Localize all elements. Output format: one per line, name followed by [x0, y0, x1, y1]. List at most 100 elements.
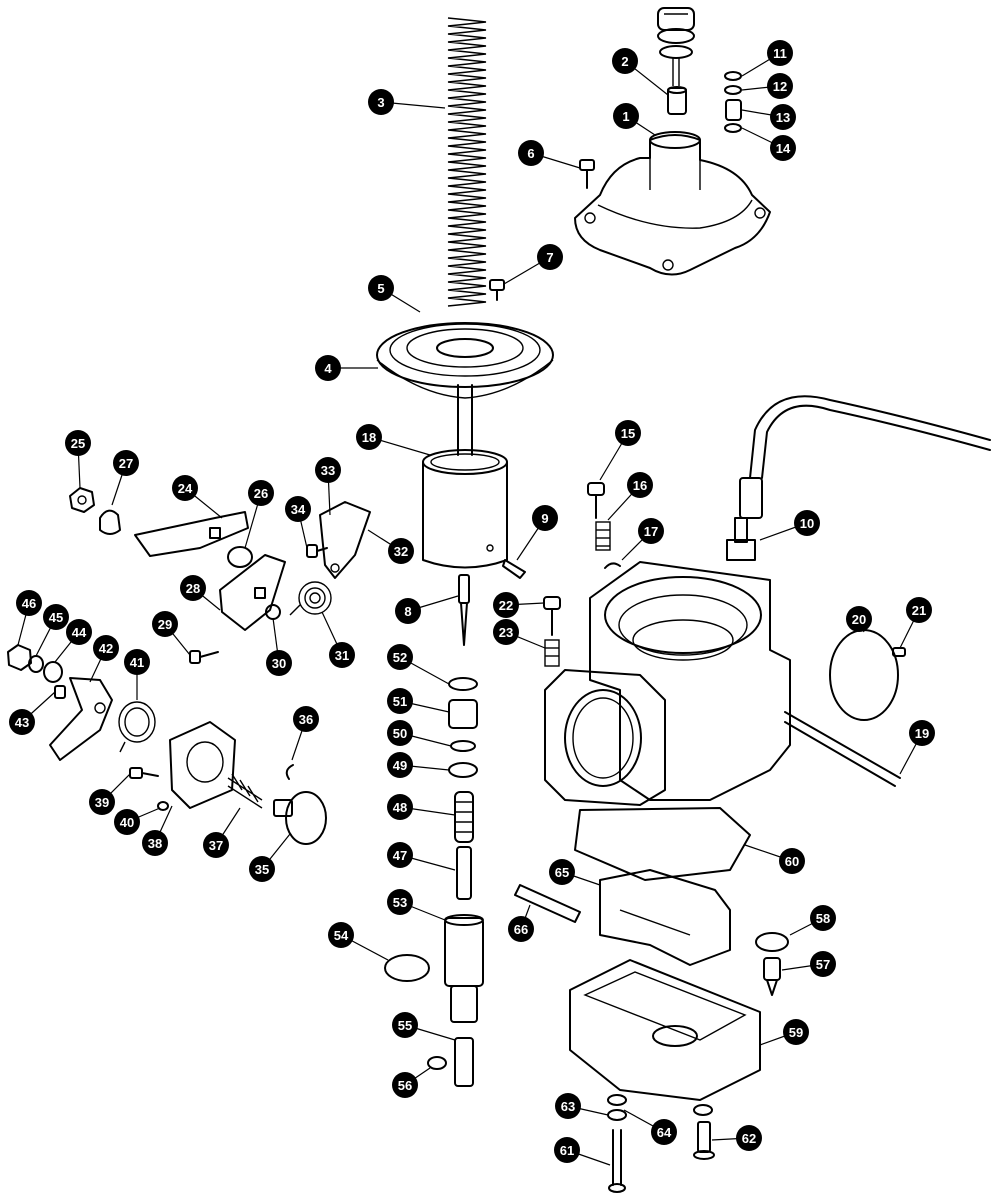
callout-number: 53 [393, 895, 407, 910]
callout-number: 62 [742, 1131, 756, 1146]
part-valve-57 [763, 957, 781, 996]
callout-marker [846, 606, 872, 632]
callout-number: 28 [186, 581, 200, 596]
part-screw-39 [129, 767, 159, 779]
callout-5: 5 [368, 275, 394, 301]
callout-marker [315, 457, 341, 483]
part-spring-31 [289, 581, 332, 616]
callout-52: 52 [387, 644, 413, 670]
callout-number: 20 [852, 612, 866, 627]
callout-marker [248, 480, 274, 506]
callout-number: 19 [915, 726, 929, 741]
callout-51: 51 [387, 688, 413, 714]
callout-number: 59 [789, 1025, 803, 1040]
callout-marker [249, 856, 275, 882]
callout-23: 23 [493, 619, 519, 645]
callout-marker [152, 611, 178, 637]
part-pin-66 [514, 884, 581, 923]
callout-number: 49 [393, 758, 407, 773]
callout-marker [810, 951, 836, 977]
callout-marker [392, 1072, 418, 1098]
callout-number: 7 [546, 250, 553, 265]
callout-marker [537, 244, 563, 270]
callout-25: 25 [65, 430, 91, 456]
callout-marker [770, 135, 796, 161]
part-screw-21 [892, 647, 906, 657]
callout-1: 1 [613, 103, 639, 129]
callout-number: 54 [334, 928, 349, 943]
callout-marker [638, 518, 664, 544]
callout-marker [43, 604, 69, 630]
callout-56: 56 [392, 1072, 418, 1098]
callout-44: 44 [66, 619, 92, 645]
callout-number: 17 [644, 524, 658, 539]
part-spring-37 [227, 773, 263, 809]
part-piston-18 [422, 384, 508, 569]
callout-number: 60 [785, 854, 799, 869]
callout-31: 31 [329, 642, 355, 668]
callout-marker [612, 48, 638, 74]
callout-marker [368, 275, 394, 301]
callout-number: 35 [255, 862, 269, 877]
callout-50: 50 [387, 720, 413, 746]
callout-marker [613, 103, 639, 129]
callout-marker [387, 889, 413, 915]
callout-number: 11 [773, 46, 787, 61]
callout-marker [16, 590, 42, 616]
part-cap-plug [657, 7, 695, 86]
callout-number: 51 [393, 694, 407, 709]
callout-number: 23 [499, 625, 513, 640]
callout-number: 29 [158, 617, 172, 632]
callout-18: 18 [356, 424, 382, 450]
callout-number: 21 [912, 603, 926, 618]
callout-35: 35 [249, 856, 275, 882]
part-knob-35 [273, 791, 327, 845]
callout-number: 41 [130, 655, 144, 670]
callout-38: 38 [142, 830, 168, 856]
callout-66: 66 [508, 916, 534, 942]
part-plate-20 [829, 629, 899, 721]
callout-42: 42 [93, 635, 119, 661]
callout-marker [387, 752, 413, 778]
callout-27: 27 [113, 450, 139, 476]
callout-number: 61 [560, 1143, 574, 1158]
callout-marker [779, 848, 805, 874]
callout-number: 44 [72, 625, 87, 640]
part-clip-36 [285, 764, 294, 780]
callout-number: 15 [621, 426, 635, 441]
part-lever-24 [134, 511, 249, 557]
callout-marker [329, 642, 355, 668]
callout-marker [89, 789, 115, 815]
parts-layer [7, 7, 991, 1193]
callout-57: 57 [810, 951, 836, 977]
callout-number: 5 [377, 281, 384, 296]
callout-marker [554, 1137, 580, 1163]
callout-number: 66 [514, 922, 528, 937]
callout-62: 62 [736, 1125, 762, 1151]
callout-4: 4 [315, 355, 341, 381]
callout-number: 64 [657, 1125, 672, 1140]
callout-43: 43 [9, 709, 35, 735]
callout-49: 49 [387, 752, 413, 778]
part-bracket-32 [319, 501, 371, 579]
callout-53: 53 [387, 889, 413, 915]
part-nut-25 [69, 487, 95, 513]
callout-marker [387, 842, 413, 868]
callout-number: 22 [499, 598, 513, 613]
callout-58: 58 [810, 905, 836, 931]
callout-marker [627, 472, 653, 498]
part-screw-6 [579, 159, 595, 189]
part-screw-43 [54, 685, 66, 699]
callout-marker [651, 1119, 677, 1145]
callout-number: 58 [816, 911, 830, 926]
callout-20: 20 [846, 606, 872, 632]
callout-39: 39 [89, 789, 115, 815]
callout-17: 17 [638, 518, 664, 544]
part-washer-63 [607, 1109, 627, 1121]
callout-9: 9 [532, 505, 558, 531]
callout-48: 48 [387, 794, 413, 820]
callout-number: 50 [393, 726, 407, 741]
callout-63: 63 [555, 1093, 581, 1119]
callout-33: 33 [315, 457, 341, 483]
